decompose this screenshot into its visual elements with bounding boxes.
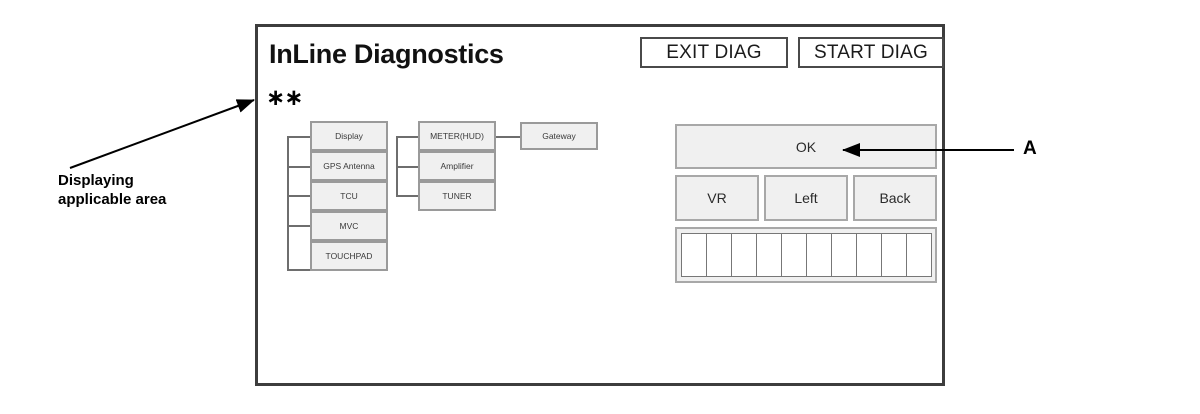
tree-stub-gateway <box>496 136 521 138</box>
vr-button[interactable]: VR <box>675 175 759 221</box>
tree-stub-tcu <box>287 195 311 197</box>
tree-trunk-column-a <box>287 136 289 270</box>
annotation-displaying-applicable-area: Displaying applicable area <box>58 172 248 210</box>
page-title: InLine Diagnostics <box>269 39 504 69</box>
tree-node-meter-hud[interactable]: METER(HUD) <box>418 121 496 151</box>
device-screen-frame: InLine Diagnostics EXIT DIAG START DIAG … <box>255 24 945 386</box>
keypad-cell[interactable] <box>756 233 782 277</box>
tree-node-amplifier[interactable]: Amplifier <box>418 151 496 181</box>
keypad-cell[interactable] <box>856 233 882 277</box>
asterisk-marker: ∗∗ <box>266 85 304 111</box>
keypad-cell[interactable] <box>781 233 807 277</box>
tree-stub-gps-antenna <box>287 166 311 168</box>
module-tree: Display GPS Antenna TCU MVC TOUCHPAD MET… <box>270 121 610 281</box>
keypad-strip[interactable] <box>675 227 937 283</box>
tree-node-display[interactable]: Display <box>310 121 388 151</box>
keypad-cell[interactable] <box>806 233 832 277</box>
tree-stub-meter-hud <box>396 136 419 138</box>
start-diag-button[interactable]: START DIAG <box>798 37 944 68</box>
keypad-cell[interactable] <box>681 233 707 277</box>
annotation-label-a: A <box>1023 138 1037 159</box>
left-button[interactable]: Left <box>764 175 848 221</box>
tree-node-tcu[interactable]: TCU <box>310 181 388 211</box>
keypad-cell[interactable] <box>731 233 757 277</box>
exit-diag-button[interactable]: EXIT DIAG <box>640 37 788 68</box>
back-button[interactable]: Back <box>853 175 937 221</box>
control-panel: OK VR Left Back <box>670 121 942 293</box>
tree-stub-touchpad <box>287 269 311 271</box>
annotation-left-line-1: Displaying <box>58 172 134 189</box>
keypad-cell[interactable] <box>706 233 732 277</box>
tree-stub-tuner <box>396 195 419 197</box>
keypad-cell[interactable] <box>831 233 857 277</box>
arrow-to-asterisk <box>69 99 255 169</box>
tree-node-touchpad[interactable]: TOUCHPAD <box>310 241 388 271</box>
keypad-cell[interactable] <box>881 233 907 277</box>
tree-stub-mvc <box>287 225 311 227</box>
keypad-cell[interactable] <box>906 233 932 277</box>
tree-node-tuner[interactable]: TUNER <box>418 181 496 211</box>
ok-button[interactable]: OK <box>675 124 937 169</box>
annotation-left-line-2: applicable area <box>58 190 167 208</box>
tree-stub-display <box>287 136 311 138</box>
tree-stub-amplifier <box>396 166 419 168</box>
tree-node-gps-antenna[interactable]: GPS Antenna <box>310 151 388 181</box>
tree-node-gateway[interactable]: Gateway <box>520 122 598 150</box>
tree-node-mvc[interactable]: MVC <box>310 211 388 241</box>
